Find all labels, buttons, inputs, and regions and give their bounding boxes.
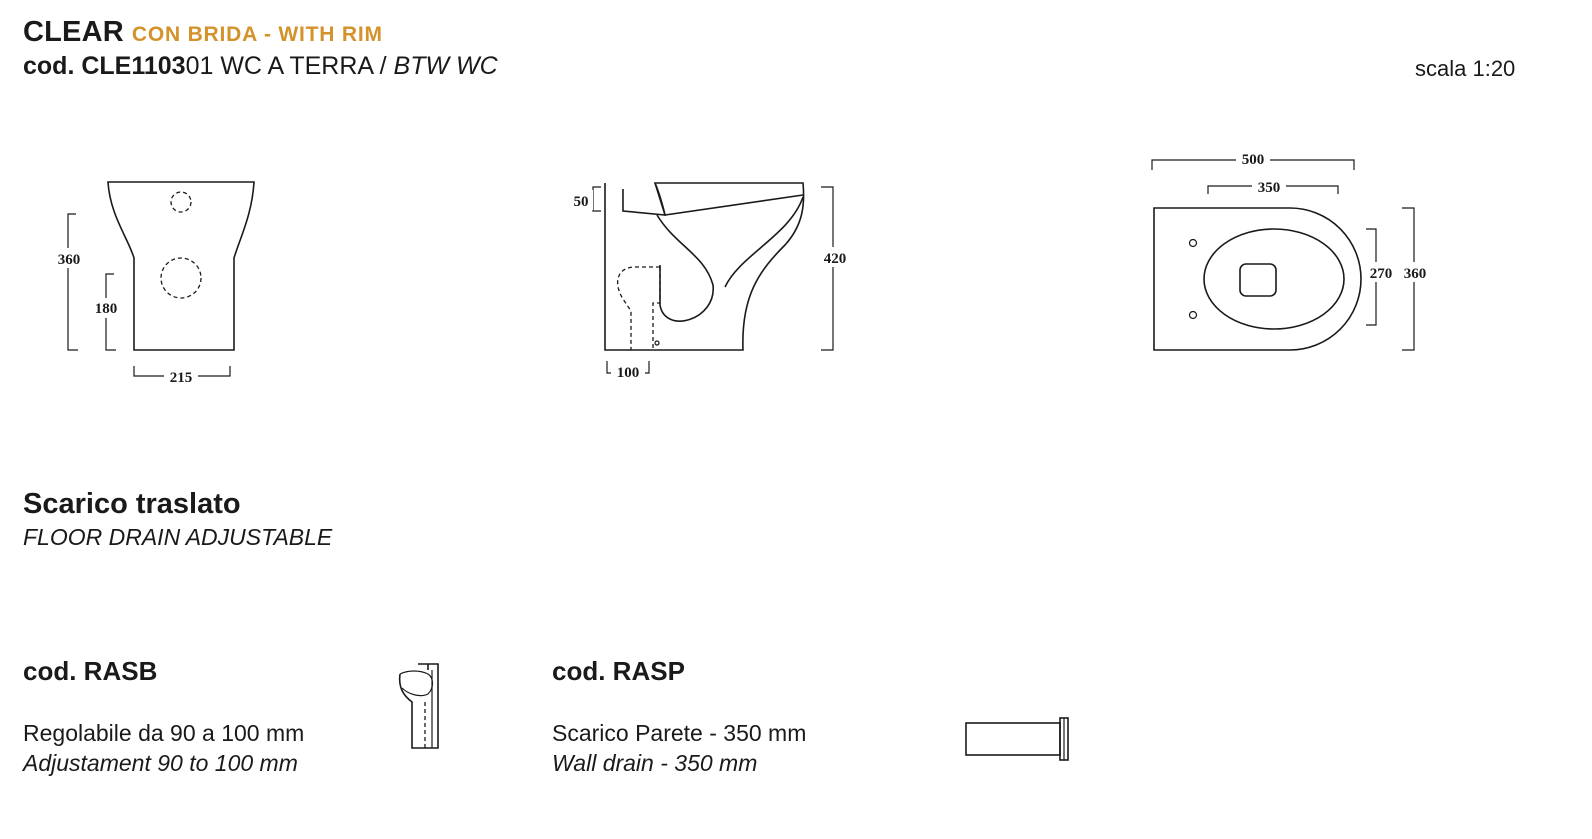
accessory-code-rasb: cod. RASB <box>23 656 158 686</box>
accessory-desc-en-rasp: Wall drain - 350 mm <box>552 750 758 776</box>
product-code-suffix: 01 <box>185 52 214 80</box>
accessory-code-rasp: cod. RASP <box>552 656 685 686</box>
front-view-drawing: 360 180 215 <box>54 181 255 386</box>
top-dimension-line <box>592 186 601 212</box>
product-code-line: cod. CLE110301 WC A TERRA / BTW WC <box>23 52 498 81</box>
accessory-desc-it-rasp: Scarico Parete - 350 mm <box>552 720 807 746</box>
fixing-hole-dashed <box>170 191 192 213</box>
wall-drain-drawing <box>965 717 1069 761</box>
accessory-desc-it-rasb: Regolabile da 90 a 100 mm <box>23 720 305 746</box>
top-width-label: 360 <box>1404 266 1427 282</box>
bowl-front-curve <box>724 196 804 288</box>
inlet-circle-dashed <box>160 257 202 299</box>
section-title: Scarico traslato <box>23 488 241 520</box>
product-title: CLEAR CON BRIDA - WITH RIM <box>23 16 383 49</box>
side-view-drawing: 50 420 100 <box>569 182 853 381</box>
bowl-trap <box>656 214 714 322</box>
accessory-desc-en-rasb: Adjustament 90 to 100 mm <box>23 750 298 776</box>
height-dimension-line <box>67 213 78 351</box>
adjustable-drain-outline <box>398 663 439 749</box>
seat-line <box>654 182 804 216</box>
top-fixing-label: 350 <box>1258 180 1281 196</box>
side-top-label: 50 <box>574 194 589 210</box>
drain-hole <box>1239 263 1277 297</box>
section-subtitle: FLOOR DRAIN ADJUSTABLE <box>23 524 333 550</box>
product-tagline: CON BRIDA - WITH RIM <box>131 23 383 46</box>
brand-name: CLEAR <box>23 16 124 48</box>
front-height-label: 360 <box>58 252 81 268</box>
drawing-scale: scala 1:20 <box>1415 56 1516 81</box>
top-length-label: 500 <box>1242 152 1265 168</box>
front-inlet-label: 180 <box>95 301 118 317</box>
front-width-label: 215 <box>170 370 193 386</box>
product-name-it: WC A TERRA / <box>213 52 394 80</box>
wall-drain-pipe <box>965 722 1061 756</box>
front-view-outline <box>107 181 255 351</box>
adjustable-drain-drawing <box>398 663 439 749</box>
side-height-label: 420 <box>824 251 847 267</box>
fixing-hole-bottom <box>1188 310 1198 320</box>
product-code: cod. CLE1103 <box>23 52 186 80</box>
top-view-outline <box>1153 207 1362 351</box>
side-outlet-label: 100 <box>617 365 640 381</box>
side-height-dimension-line <box>821 186 834 351</box>
floor-drain-dashed <box>617 266 661 350</box>
fixing-hole-top <box>1188 238 1198 248</box>
adjustable-drain-neck <box>399 670 434 697</box>
bowl-rim <box>1203 228 1345 330</box>
top-inner-label: 270 <box>1370 266 1393 282</box>
top-view-drawing: 500 350 270 360 <box>1151 148 1432 351</box>
product-name-en: BTW WC <box>393 52 498 80</box>
